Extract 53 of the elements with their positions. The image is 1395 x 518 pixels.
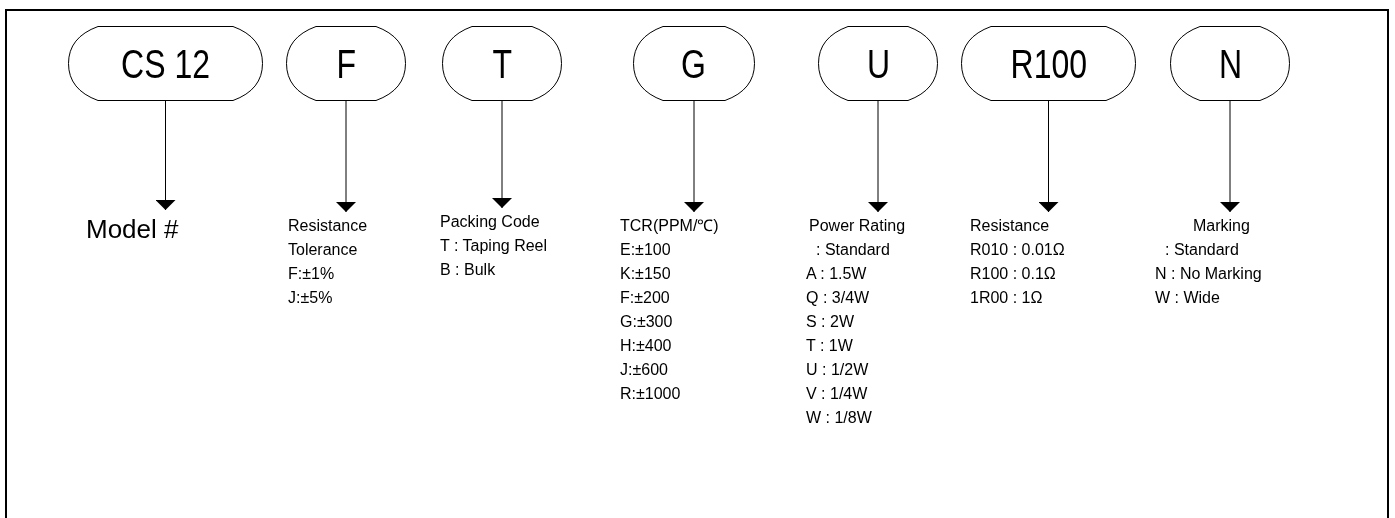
code-letter: T [492,43,512,84]
arrow [684,100,704,213]
field-heading: Power Rating [808,216,906,236]
code-option: A : 1.5W [806,262,867,286]
code-option: W : 1/8W [806,406,872,430]
code-option: H:±400 [620,334,672,358]
field-heading: Packing Code [440,212,540,232]
code-option: R100 : 0.1Ω [970,262,1056,286]
code-option: W : Wide [1155,286,1220,310]
code-letter: U [866,43,890,84]
code-letter: G [681,43,707,84]
field-heading: Resistance Tolerance [288,216,369,260]
code-option: B : Bulk [440,258,496,282]
arrow [336,100,356,213]
code-option: N : No Marking [1155,262,1262,286]
code-pill [818,26,938,101]
arrow [1038,100,1059,213]
code-option: R:±1000 [620,382,681,406]
arrow [492,100,512,209]
code-pill [286,26,406,101]
code-option: J:±5% [288,286,333,310]
code-option: S : 2W [806,310,854,334]
code-pill [1170,26,1290,101]
code-option: Q : 3/4W [806,286,870,310]
code-pill [442,26,562,101]
code-letter: CS 12 [121,43,210,84]
code-option: G:±300 [620,310,673,334]
code-option: : Standard [1155,238,1239,262]
code-option: J:±600 [620,358,668,382]
code-option: F:±200 [620,286,670,310]
arrow [155,100,176,211]
field-heading: Resistance [970,216,1050,236]
code-option: : Standard [806,238,890,262]
code-pill [961,26,1136,101]
code-option: T : 1W [806,334,853,358]
code-option: V : 1/4W [806,382,868,406]
code-option: E:±100 [620,238,671,262]
code-option: U : 1/2W [806,358,869,382]
code-letter: N [1218,43,1242,84]
code-letter: R100 [1010,43,1087,84]
code-letter: F [336,43,356,84]
code-option: F:±1% [288,262,335,286]
arrow [868,100,888,213]
code-option: T : Taping Reel [440,234,548,258]
code-option: 1R00 : 1Ω [970,286,1043,310]
field-heading: TCR(PPM/℃) [620,216,719,236]
code-option: R010 : 0.01Ω [970,238,1065,262]
code-option: K:±150 [620,262,671,286]
field-heading: Marking [1192,216,1250,236]
code-pill [633,26,755,101]
field-heading: Model # [86,213,179,246]
arrow [1220,100,1240,213]
code-pill [68,26,263,101]
